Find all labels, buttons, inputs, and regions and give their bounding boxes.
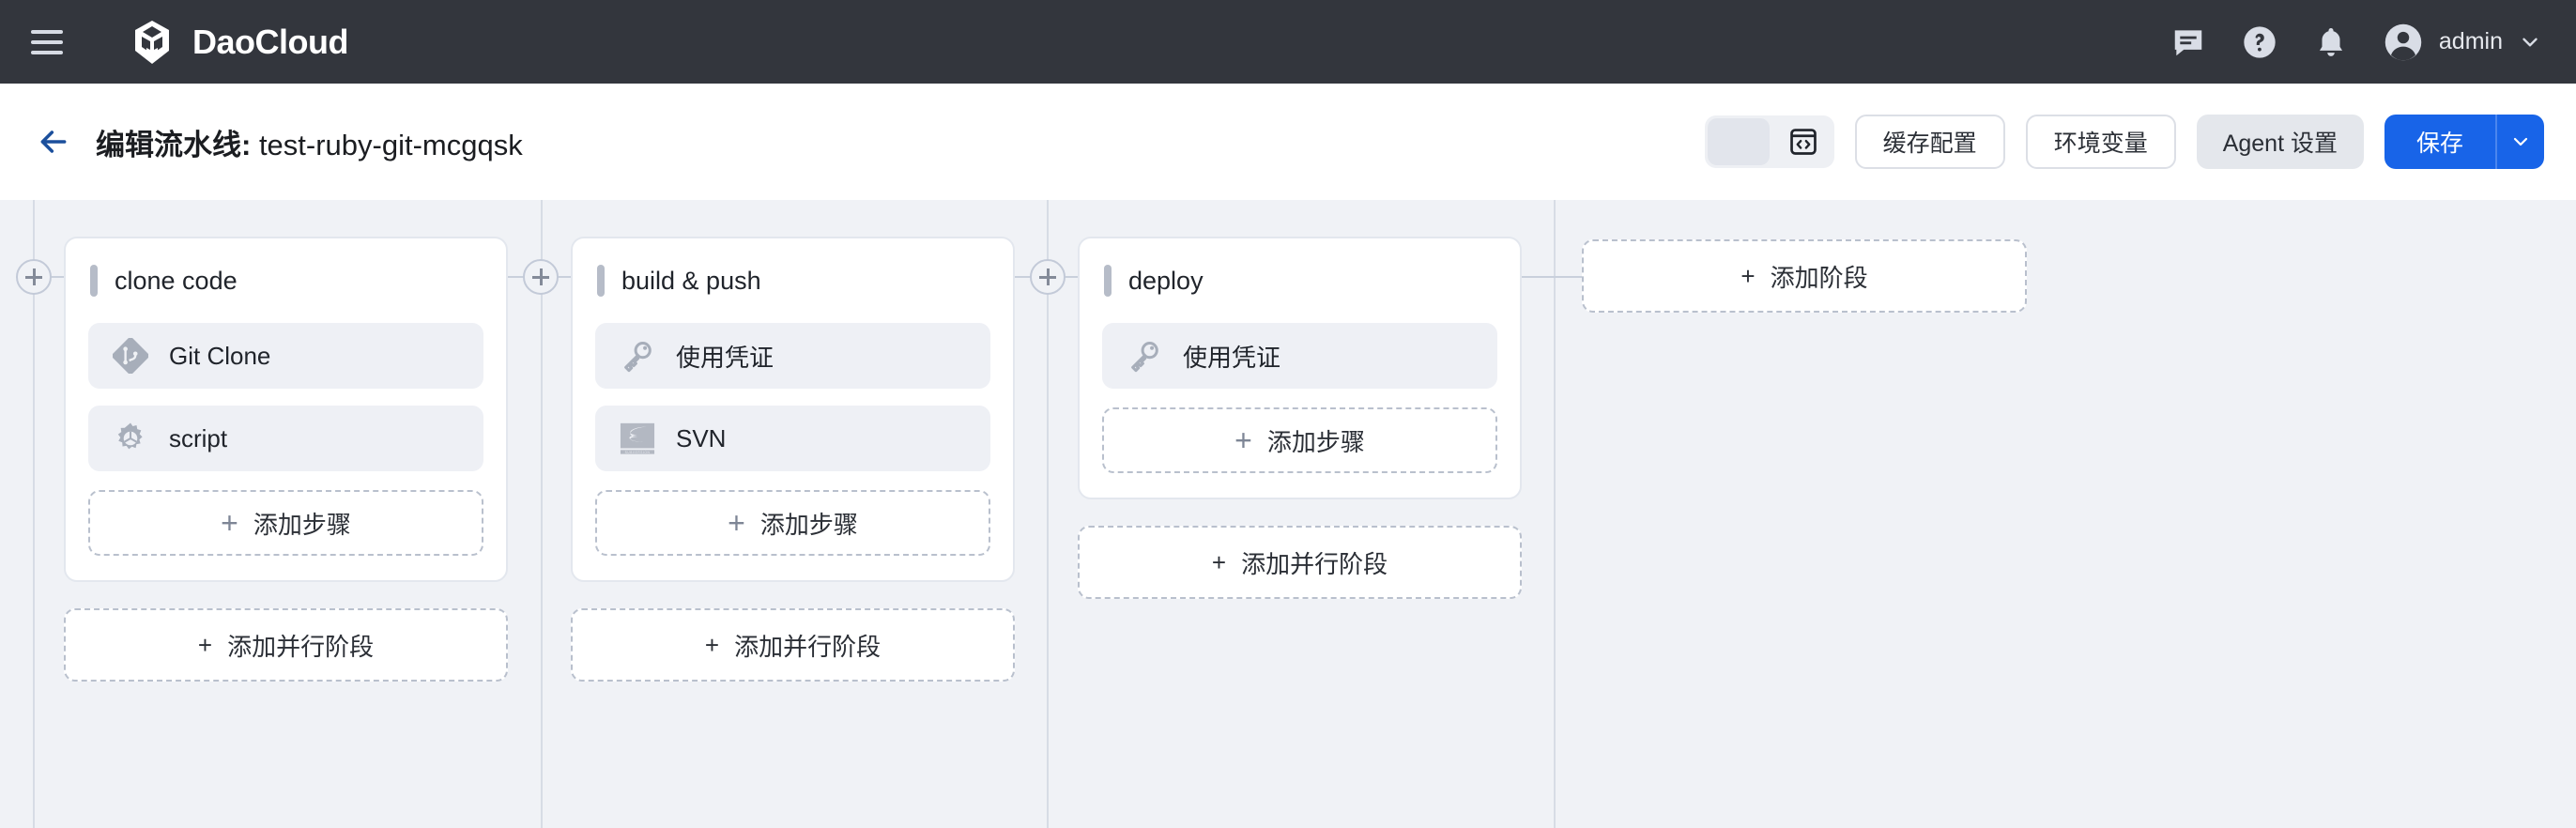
stage-accent-bar <box>597 265 605 297</box>
stage-header[interactable]: build & push <box>595 255 990 306</box>
add-parallel-stage-label: 添加并行阶段 <box>227 632 375 661</box>
stage-header[interactable]: deploy <box>1102 255 1497 306</box>
plus-icon: + <box>704 630 720 659</box>
env-vars-button[interactable]: 环境变量 <box>2025 115 2176 169</box>
avatar <box>2384 23 2422 60</box>
add-stage-button[interactable]: + 添加阶段 <box>1582 239 2027 313</box>
stage-card[interactable]: build & push 使用凭证 SUBVERSION SVN <box>571 237 1015 582</box>
add-parallel-stage-label: 添加并行阶段 <box>734 632 882 661</box>
view-mode-toggle[interactable] <box>1704 115 1834 168</box>
save-dropdown-button[interactable] <box>2495 115 2544 169</box>
add-step-button[interactable]: + 添加步骤 <box>1102 407 1497 473</box>
agent-settings-button[interactable]: Agent 设置 <box>2196 115 2364 169</box>
plus-icon: + <box>1740 261 1756 290</box>
stage-name-label: build & push <box>621 266 761 295</box>
notification-bell-icon[interactable] <box>2311 23 2351 62</box>
connector-line <box>33 276 75 278</box>
svn-icon: SUBVERSION <box>620 422 655 454</box>
page-title: 编辑流水线: test-ruby-git-mcgqsk <box>96 121 523 163</box>
page-toolbar: 编辑流水线: test-ruby-git-mcgqsk 缓存配置 环境变量 Ag… <box>0 84 2576 200</box>
user-menu[interactable]: admin <box>2383 22 2542 63</box>
gear-icon <box>117 422 143 450</box>
cache-config-button[interactable]: 缓存配置 <box>1854 115 2005 169</box>
chevron-down-icon <box>2522 38 2538 46</box>
feedback-icon[interactable] <box>2169 23 2208 62</box>
step-item[interactable]: 使用凭证 <box>1102 323 1497 389</box>
hamburger-menu-icon[interactable] <box>21 16 73 69</box>
view-mode-code-button[interactable] <box>1772 115 1834 168</box>
view-mode-graph-button[interactable] <box>1707 118 1770 165</box>
save-button[interactable]: 保存 <box>2384 115 2495 169</box>
pipeline-canvas: clone code Git Clone <box>0 200 2576 828</box>
step-item[interactable]: SUBVERSION SVN <box>595 406 990 471</box>
step-item[interactable]: 使用凭证 <box>595 323 990 389</box>
stage-accent-bar <box>1104 265 1112 297</box>
step-label: script <box>169 423 228 452</box>
step-label: 使用凭证 <box>676 343 774 372</box>
key-icon <box>624 342 652 373</box>
topbar-actions: admin <box>2169 22 2542 63</box>
plus-icon: + <box>728 506 745 540</box>
step-label: Git Clone <box>169 341 271 370</box>
add-parallel-stage-button[interactable]: + 添加并行阶段 <box>571 608 1015 682</box>
plus-icon: + <box>1211 547 1227 576</box>
brand-logo-group[interactable]: DaoCloud <box>130 19 348 66</box>
add-step-label: 添加步骤 <box>253 510 351 539</box>
page-title-prefix: 编辑流水线: <box>96 128 259 161</box>
plus-icon: + <box>221 506 238 540</box>
column-divider <box>33 200 35 828</box>
page-title-value: test-ruby-git-mcgqsk <box>258 128 523 161</box>
save-button-group: 保存 <box>2384 115 2544 169</box>
plus-icon: + <box>197 630 213 659</box>
help-icon[interactable] <box>2240 23 2279 62</box>
step-item[interactable]: script <box>88 406 483 471</box>
add-step-label: 添加步骤 <box>1266 427 1365 456</box>
stage-column: deploy 使用凭证 + 添加步骤 + 添加并行阶段 <box>1078 237 1522 599</box>
stage-name-label: clone code <box>115 266 238 295</box>
add-stage-connector-node[interactable] <box>16 259 52 295</box>
stage-card[interactable]: clone code Git Clone <box>64 237 508 582</box>
key-icon <box>1131 342 1158 373</box>
git-icon <box>113 338 148 374</box>
stage-column: build & push 使用凭证 SUBVERSION SVN <box>571 237 1015 682</box>
add-parallel-stage-button[interactable]: + 添加并行阶段 <box>64 608 508 682</box>
top-navigation-bar: DaoCloud <box>0 0 2576 84</box>
daocloud-logo-icon <box>135 20 169 64</box>
svg-text:SUBVERSION: SUBVERSION <box>625 451 651 454</box>
stage-name-label: deploy <box>1128 266 1204 295</box>
plus-icon: + <box>1234 423 1252 457</box>
stage-card[interactable]: deploy 使用凭证 + 添加步骤 <box>1078 237 1522 499</box>
code-view-icon <box>1789 129 1817 155</box>
add-step-button[interactable]: + 添加步骤 <box>595 490 990 556</box>
stage-column: clone code Git Clone <box>64 237 508 682</box>
column-divider <box>1047 200 1049 828</box>
chevron-down-icon <box>2513 137 2528 146</box>
step-label: 使用凭证 <box>1183 343 1281 372</box>
back-arrow-icon[interactable] <box>34 122 73 161</box>
toolbar-actions: 缓存配置 环境变量 Agent 设置 保存 <box>1704 115 2544 169</box>
step-label: SVN <box>676 423 727 452</box>
brand-name: DaoCloud <box>192 22 348 61</box>
add-stage-connector-node[interactable] <box>1030 259 1066 295</box>
stage-header[interactable]: clone code <box>88 255 483 306</box>
connector-line <box>1521 276 1582 278</box>
stage-accent-bar <box>90 265 98 297</box>
add-step-button[interactable]: + 添加步骤 <box>88 490 483 556</box>
add-stage-connector-node[interactable] <box>523 259 559 295</box>
add-step-label: 添加步骤 <box>759 510 858 539</box>
add-parallel-stage-button[interactable]: + 添加并行阶段 <box>1078 526 1522 599</box>
column-divider <box>1554 200 1556 828</box>
add-parallel-stage-label: 添加并行阶段 <box>1241 549 1388 578</box>
user-name-label: admin <box>2438 28 2503 54</box>
step-item[interactable]: Git Clone <box>88 323 483 389</box>
column-divider <box>541 200 543 828</box>
add-stage-label: 添加阶段 <box>1770 263 1868 292</box>
